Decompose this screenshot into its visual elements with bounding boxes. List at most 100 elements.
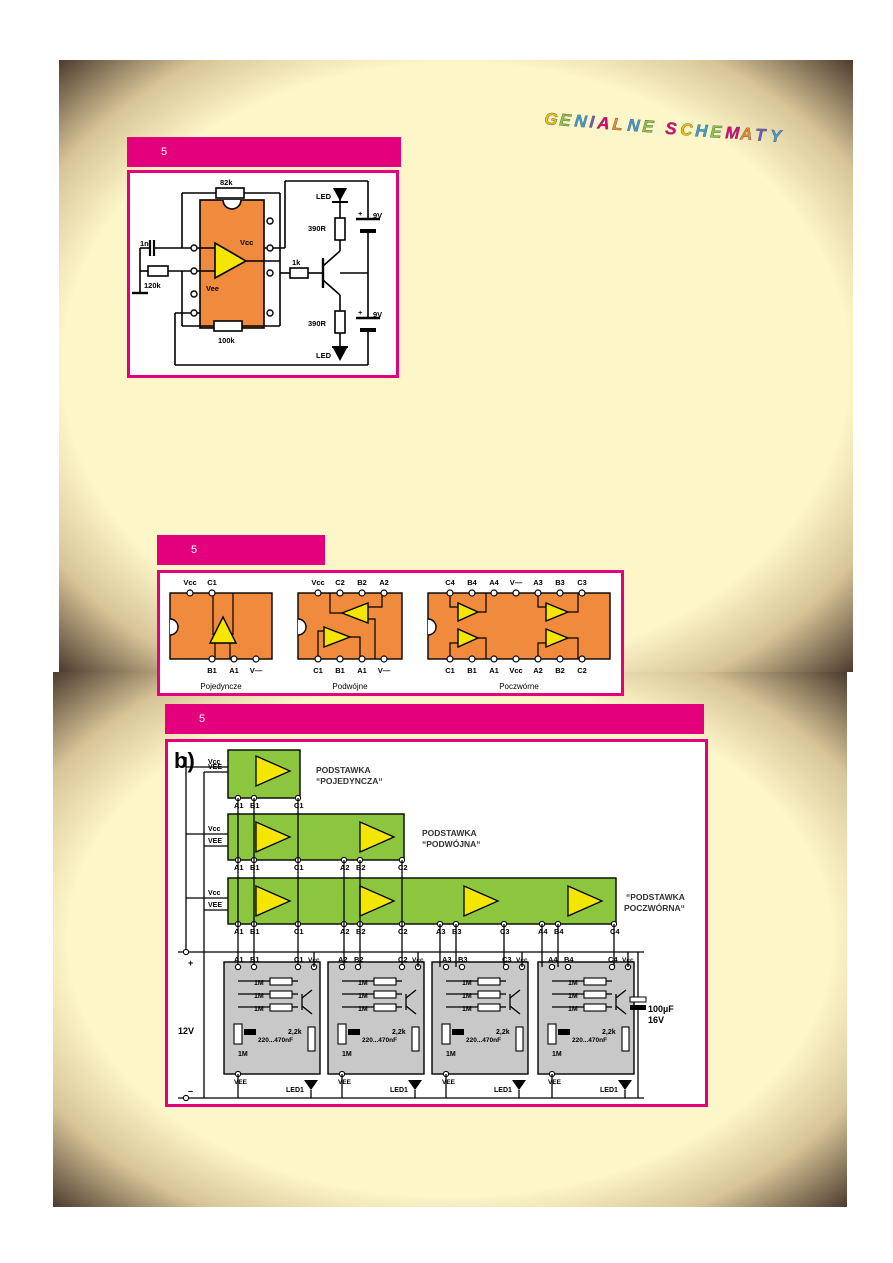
pin-dot (468, 589, 476, 597)
capacitor (244, 1029, 256, 1035)
pin-dot (338, 963, 346, 971)
r-82k-label: 82k (220, 178, 233, 187)
resistor-label: 1M (358, 1006, 368, 1013)
brand-letter: A (596, 113, 611, 133)
resistor-label: 1M (462, 1006, 472, 1013)
pin-label: B4 (467, 578, 477, 587)
pin-dot (234, 963, 242, 971)
figure1-number: 5 (161, 146, 168, 158)
pin-label: A2 (340, 863, 350, 872)
figure1-header: 5 (127, 137, 401, 167)
pin-label: B4 (564, 955, 574, 964)
pin-label: A2 (533, 666, 543, 675)
figure2-number: 5 (191, 544, 198, 556)
pin-label: C3 (577, 578, 587, 587)
resistor-1m (583, 977, 607, 986)
label-quad-1: “PODSTAWKA (626, 892, 685, 902)
cap-value: 100µF (648, 1004, 674, 1014)
pin-dot (336, 655, 344, 663)
r-100k-label: 100k (218, 336, 236, 345)
wire (301, 989, 313, 999)
resistor-2k2 (621, 1026, 630, 1052)
capacitor (348, 1029, 360, 1035)
pin-dot (556, 655, 564, 663)
wire (405, 1005, 417, 1015)
pin-label: A2 (338, 955, 348, 964)
vcc-pin-label: Vcc (240, 238, 253, 247)
cap-1n-label: 1n (140, 239, 149, 248)
electrolytic-cap-plate (630, 1005, 646, 1010)
pin-label: A4 (538, 927, 548, 936)
pin-dot (468, 655, 476, 663)
caption-single: Pojedyncze (200, 682, 242, 691)
pin-dot (182, 1094, 190, 1102)
tester-vee-label: VEE (442, 1079, 456, 1086)
pin-label: C1 (294, 927, 304, 936)
pin-label: B3 (452, 927, 462, 936)
battery-bottom-label: 9V (373, 310, 382, 319)
pin-dot (398, 963, 406, 971)
cap-label: 220...470nF (572, 1037, 607, 1044)
pin-label: B1 (250, 801, 260, 810)
pin-dot (252, 655, 260, 663)
pin-dot (564, 963, 572, 971)
label-quad-2: POCZWÓRNA“ (624, 902, 685, 913)
resistor-label: 2,2k (392, 1029, 406, 1036)
caption-quad: Poczwórne (499, 682, 539, 691)
resistor-label: 1M (254, 1006, 264, 1013)
pin-label: B1 (335, 666, 345, 675)
brand-letter: I (589, 112, 597, 131)
pin-dot (458, 963, 466, 971)
pin-dot (182, 948, 190, 956)
figure1-svg: 82k 1n 120k 100k Vcc Vee 1k LED LED 390R… (132, 178, 382, 366)
brand-letter: E (559, 110, 573, 130)
pin-dot (578, 589, 586, 597)
pin-label: Vcc (509, 666, 522, 675)
pin-label: V— (378, 666, 391, 675)
pin-label: B3 (555, 578, 565, 587)
capacitor (452, 1029, 464, 1035)
tester-vee-label: VEE (338, 1079, 352, 1086)
resistor-1m (373, 1003, 397, 1012)
figure3-header: 5 (165, 704, 704, 734)
pin-dot (314, 655, 322, 663)
opamp-symbol (567, 885, 604, 917)
pin-label: A1 (357, 666, 367, 675)
pin-label: B3 (458, 955, 468, 964)
resistor-label: 2,2k (496, 1029, 510, 1036)
brand-letter: N (574, 111, 589, 131)
pin-label: C4 (608, 955, 618, 964)
resistor-1m (477, 990, 501, 999)
pin-label: C1 (294, 863, 304, 872)
resistor-label: 1M (254, 980, 264, 987)
pin-dot (250, 963, 258, 971)
label-double-2: “PODWÓJNA“ (422, 838, 481, 849)
pin-label: A4 (548, 955, 558, 964)
led-symbol (618, 1080, 632, 1090)
pin-label: A4 (489, 578, 499, 587)
pin-dot (534, 589, 542, 597)
pin-label: C2 (398, 927, 408, 936)
r-390-top-label: 390R (308, 224, 327, 233)
resistor-label: 1M (358, 993, 368, 1000)
resistor-label: 2,2k (288, 1029, 302, 1036)
wire (405, 989, 417, 999)
pin-label: C4 (445, 578, 455, 587)
resistor-1m (373, 977, 397, 986)
r-120k-label: 120k (144, 281, 162, 290)
pin-label: B1 (250, 927, 260, 936)
resistor-1m-vertical (337, 1023, 347, 1045)
pin-label: C1 (313, 666, 323, 675)
pin-dot (446, 589, 454, 597)
pin-label: Vcc (183, 578, 196, 587)
resistor-1m (269, 1003, 293, 1012)
pin-label: B4 (554, 927, 564, 936)
supply-label: 12V (178, 1026, 194, 1036)
brand-letter: L (612, 115, 624, 135)
opamp-symbol (255, 755, 292, 787)
vcc-label: Vcc (208, 826, 221, 833)
led-bottom-label: LED (316, 351, 332, 360)
